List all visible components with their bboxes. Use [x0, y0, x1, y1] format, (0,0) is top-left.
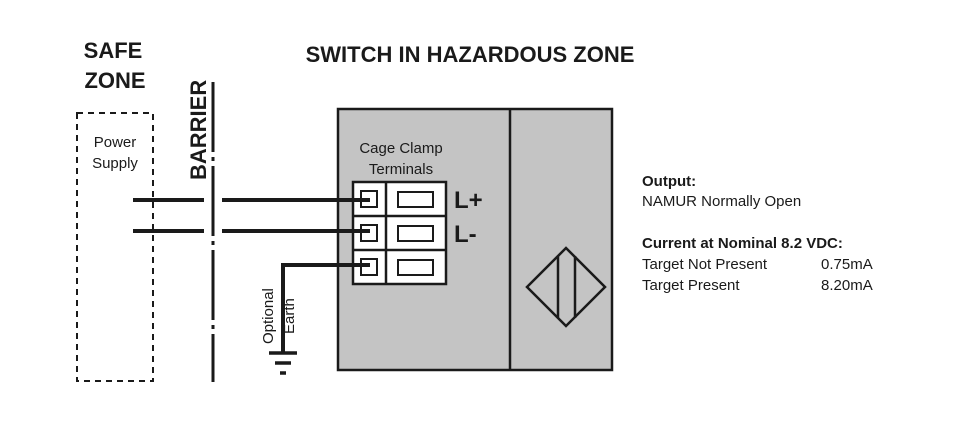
clamp-wide-3 — [397, 259, 434, 276]
earth-label-line1: Optional — [260, 288, 277, 344]
current-heading: Current at Nominal 8.2 VDC: — [642, 235, 843, 252]
cage-clamp-label-line2: Terminals — [369, 161, 433, 178]
wire-earth — [281, 263, 370, 352]
terminal-label-l-minus: L- — [454, 221, 477, 248]
power-supply-label-line2: Supply — [92, 155, 138, 172]
power-supply-label-line1: Power — [94, 134, 137, 151]
safe-zone-title-line2: ZONE — [84, 68, 145, 93]
power-supply-box — [76, 112, 154, 382]
earth-label-line2: Earth — [281, 298, 298, 334]
output-value: NAMUR Normally Open — [642, 193, 801, 210]
hazard-zone-title: SWITCH IN HAZARDOUS ZONE — [306, 42, 635, 67]
earth-ground-icon — [269, 351, 297, 375]
spec-row-label: Target Present — [642, 277, 740, 294]
safe-zone-title-line1: SAFE — [84, 38, 143, 63]
terminal-label-l-plus: L+ — [454, 187, 483, 214]
clamp-wide-2 — [397, 225, 434, 242]
spec-row-value: 8.20mA — [821, 277, 873, 294]
spec-row-label: Target Not Present — [642, 256, 768, 273]
spec-row-value: 0.75mA — [821, 256, 873, 273]
cage-clamp-label-line1: Cage Clamp — [359, 140, 442, 157]
output-heading: Output: — [642, 173, 696, 190]
clamp-wide-1 — [397, 191, 434, 208]
sensor-symbol-icon — [525, 246, 607, 328]
barrier-label: BARRIER — [186, 80, 211, 180]
